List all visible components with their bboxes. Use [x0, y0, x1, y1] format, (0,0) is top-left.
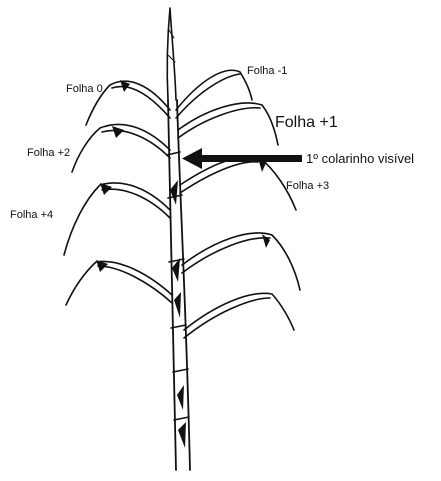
- label-folha-plus-4: Folha +4: [10, 210, 53, 221]
- leaf-lower-right-2: [184, 293, 294, 338]
- leaf-plus-1: [178, 103, 278, 145]
- stalk: [168, 100, 190, 470]
- label-folha-plus-3: Folha +3: [286, 181, 329, 192]
- label-folha-plus-1: Folha +1: [275, 115, 338, 131]
- collar-arrow: [182, 148, 302, 169]
- spindle-tip: [167, 8, 176, 100]
- leaf-lower-left: [66, 261, 172, 305]
- label-folha-0: Folha 0: [66, 84, 103, 95]
- leaf-lower-right-1: [182, 233, 300, 290]
- label-folha-minus-1: Folha -1: [247, 66, 287, 77]
- leaf-plus-4: [64, 183, 170, 255]
- label-folha-plus-2: Folha +2: [27, 148, 70, 159]
- label-collar: 1º colarinho visível: [306, 152, 414, 165]
